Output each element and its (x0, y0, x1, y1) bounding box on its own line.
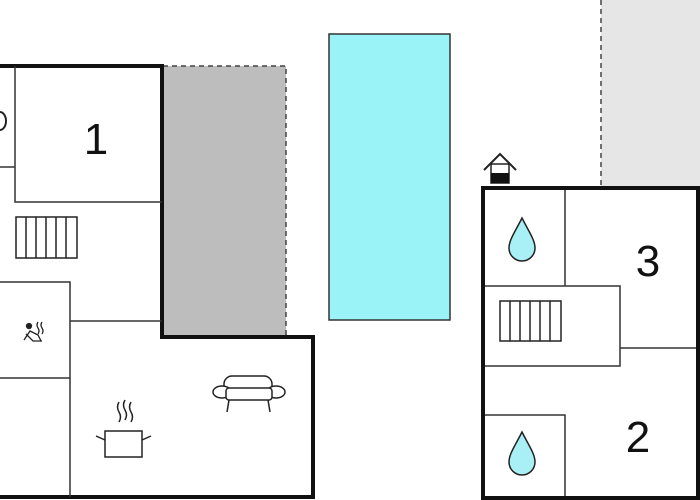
guest-building: 3 2 (481, 186, 700, 500)
house-entrance-icon (483, 152, 517, 184)
terrace-dashed-edge (163, 65, 287, 335)
bedroom-3-label: 3 (636, 237, 660, 286)
swimming-pool (328, 33, 451, 321)
cut-off-icon (0, 111, 7, 131)
stairs-icon (499, 300, 562, 342)
cooking-pot-icon (95, 399, 152, 458)
patio-area (601, 0, 700, 188)
main-building: 1 (0, 64, 315, 499)
water-drop-icon (508, 430, 536, 476)
guest-building-outer-wall (481, 186, 700, 500)
bedroom-1-label: 1 (84, 115, 108, 164)
guest-building-inner-walls (485, 190, 696, 496)
sofa-icon (212, 375, 286, 413)
main-building-outer-wall (0, 64, 315, 499)
water-drop-icon (508, 216, 536, 262)
terrace-area (163, 66, 286, 335)
main-building-inner-walls (0, 66, 162, 497)
sauna-icon (23, 321, 44, 342)
stairs-icon (15, 216, 78, 259)
bedroom-2-label: 2 (626, 413, 650, 462)
